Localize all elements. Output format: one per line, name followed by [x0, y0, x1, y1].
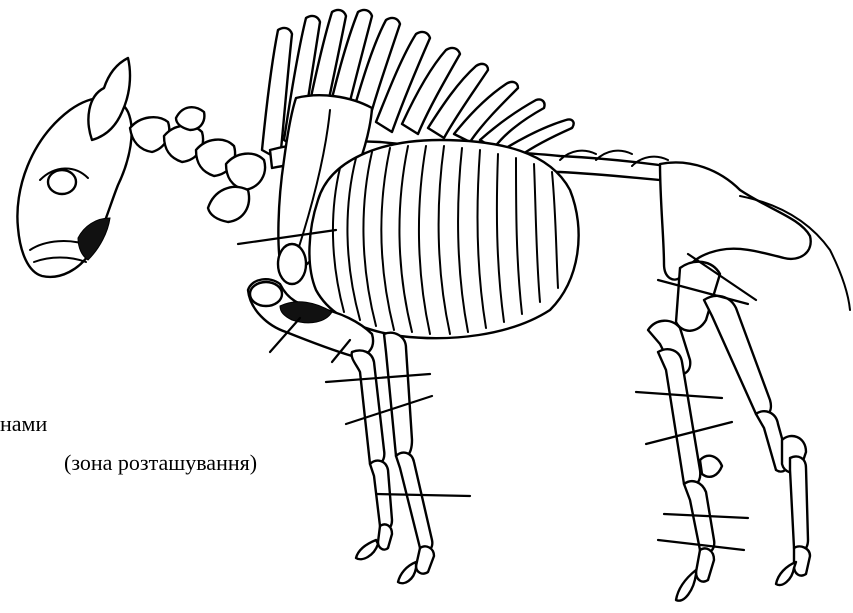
rib-cage [309, 140, 578, 338]
zone-line [326, 374, 430, 382]
caption-line-2: (зона розташування) [64, 450, 257, 476]
front-legs [352, 333, 434, 583]
skull [17, 58, 131, 277]
neck-vertebrae [130, 107, 265, 222]
caption-line-1: нами [0, 411, 47, 437]
zone-line [346, 396, 432, 424]
hind-legs [648, 262, 810, 601]
